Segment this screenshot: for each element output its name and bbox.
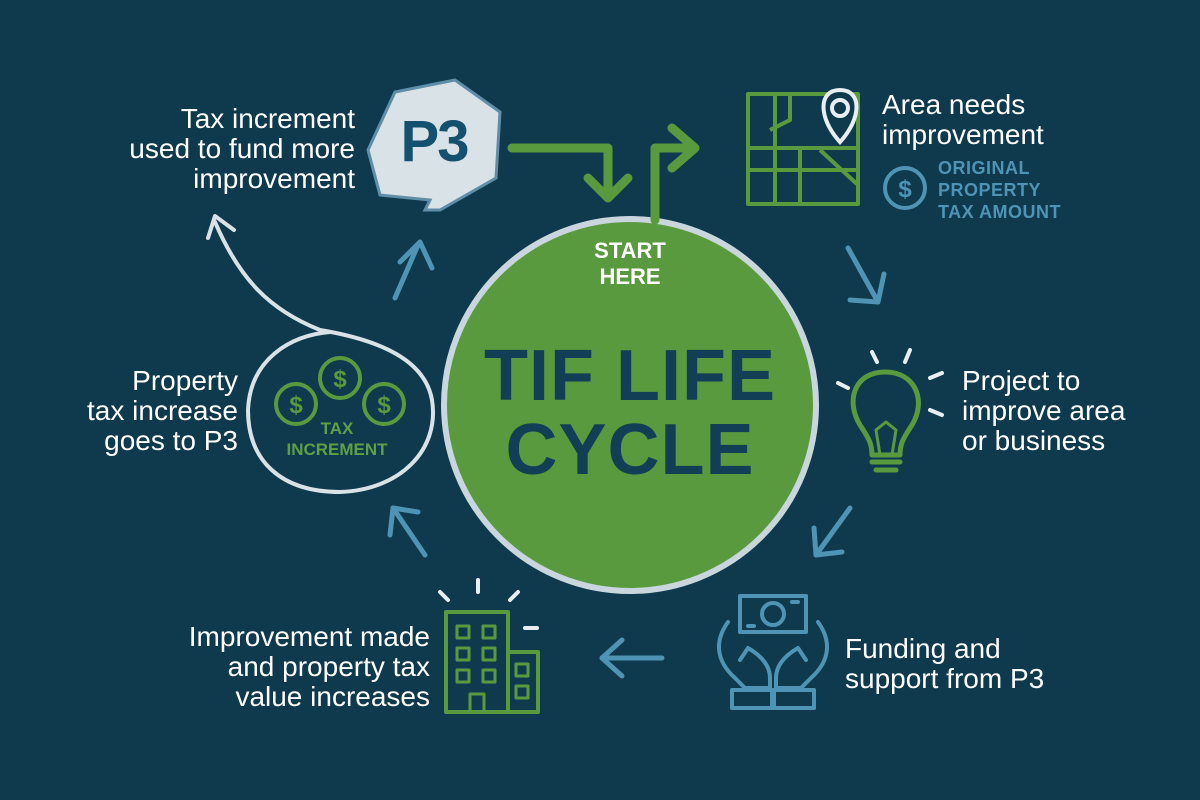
step-funding: Funding and support from P3 xyxy=(845,634,1044,694)
arrow-area-to-project xyxy=(845,245,887,305)
step-line: used to fund more xyxy=(129,133,355,164)
svg-text:$: $ xyxy=(289,392,303,419)
map-pin-icon xyxy=(746,92,860,206)
loop-arrowhead-icon xyxy=(206,214,236,240)
start-here-label: START HERE xyxy=(560,238,700,290)
tax-increment-line-1: TAX xyxy=(320,419,354,438)
p3-logo-text: P3 xyxy=(400,109,470,174)
tax-increment-line-2: INCREMENT xyxy=(286,440,388,459)
step-tax-increment-used: Tax increment used to fund more improvem… xyxy=(60,104,355,194)
increment-loop xyxy=(213,220,436,495)
original-property-tax-label: ORIGINAL PROPERTY TAX AMOUNT xyxy=(938,157,1061,223)
arrow-improvement-to-increment xyxy=(387,505,428,558)
hands-money-icon xyxy=(716,594,830,710)
step-line: Area needs xyxy=(882,89,1026,120)
step-line: Funding and xyxy=(845,633,1001,664)
step-area-needs-improvement: Area needs improvement xyxy=(882,90,1044,150)
title-line-2: CYCLE xyxy=(505,410,755,490)
step-line: support from P3 xyxy=(845,663,1045,694)
step-line: value increases xyxy=(235,681,430,712)
step-line: and property tax xyxy=(227,651,430,682)
lightbulb-icon xyxy=(836,348,944,473)
building-icon xyxy=(438,578,540,714)
step-line: Improvement made xyxy=(188,621,430,652)
step-line: or business xyxy=(962,425,1106,456)
svg-text:$: $ xyxy=(377,392,391,419)
start-arrow xyxy=(650,123,700,225)
central-circle xyxy=(441,216,819,594)
step-line: improvement xyxy=(193,163,355,194)
step-line: Tax increment xyxy=(180,103,355,134)
arrow-project-to-funding xyxy=(811,505,853,558)
tax-increment-coins-icon: $ $ $ xyxy=(274,356,406,426)
orig-tax-line-3: TAX AMOUNT xyxy=(938,202,1061,222)
orig-tax-line-1: ORIGINAL xyxy=(938,158,1030,178)
arrow-funding-to-improvement xyxy=(599,637,665,679)
dollar-coin-icon: $ xyxy=(883,166,927,210)
step-line: tax increase xyxy=(87,395,238,426)
step-property-tax-increase: Property tax increase goes to P3 xyxy=(40,366,238,456)
start-here-line-2: HERE xyxy=(599,264,661,289)
step-line: goes to P3 xyxy=(104,425,238,456)
step-project: Project to improve area or business xyxy=(962,366,1125,456)
step-line: Project to xyxy=(962,365,1081,396)
svg-text:$: $ xyxy=(333,366,347,393)
arrow-increment-to-p3 xyxy=(392,239,435,301)
start-here-line-1: START xyxy=(594,238,666,263)
step-line: improve area xyxy=(962,395,1126,426)
tax-increment-label: TAX INCREMENT xyxy=(272,418,402,460)
location-pin-icon xyxy=(821,87,859,145)
step-line: Property xyxy=(132,365,238,396)
svg-text:$: $ xyxy=(898,176,912,203)
step-improvement-made: Improvement made and property tax value … xyxy=(130,622,430,712)
orig-tax-line-2: PROPERTY xyxy=(938,180,1042,200)
p3-logo-icon xyxy=(366,78,502,212)
step-line: improvement xyxy=(882,119,1044,150)
p3-to-circle-arrow xyxy=(507,143,633,203)
title-line-1: TIF LIFE xyxy=(484,336,776,416)
